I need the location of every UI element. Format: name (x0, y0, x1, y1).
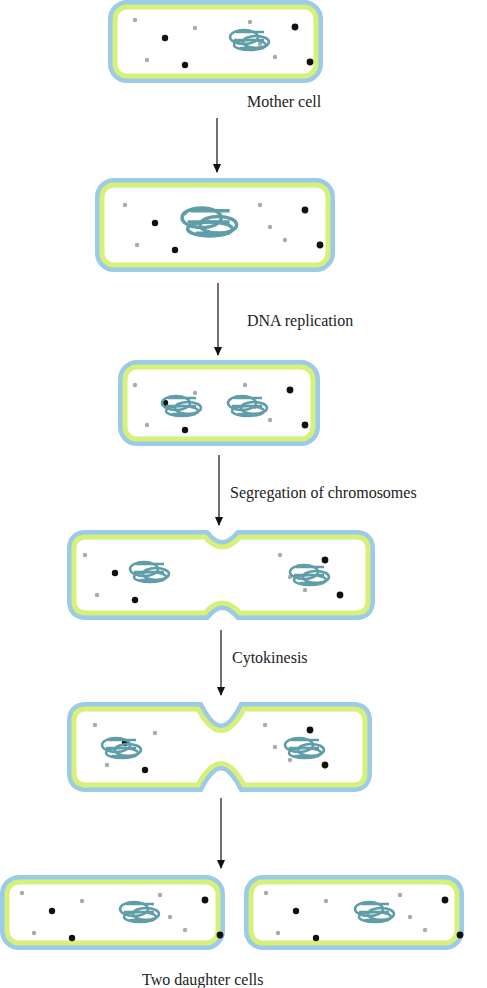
flow-arrow (217, 283, 218, 355)
step-label: Mother cell (247, 92, 321, 112)
step-label: Cytokinesis (232, 648, 308, 668)
flow-arrow (220, 798, 221, 868)
flow-arrow (220, 630, 221, 695)
daughter-cell (7, 882, 223, 943)
daughter-cell (251, 882, 463, 943)
flow-arrow (218, 455, 219, 525)
replicated-cell (125, 367, 313, 439)
step-label: Two daughter cells (142, 970, 264, 988)
step-label: Segregation of chromosomes (230, 483, 417, 503)
mother-cell (115, 7, 316, 76)
flow-arrow (216, 118, 217, 172)
step-label: DNA replication (247, 311, 353, 331)
replicating-cell (102, 185, 328, 265)
segregating-cell (74, 537, 368, 613)
dividing-cell (74, 709, 365, 785)
